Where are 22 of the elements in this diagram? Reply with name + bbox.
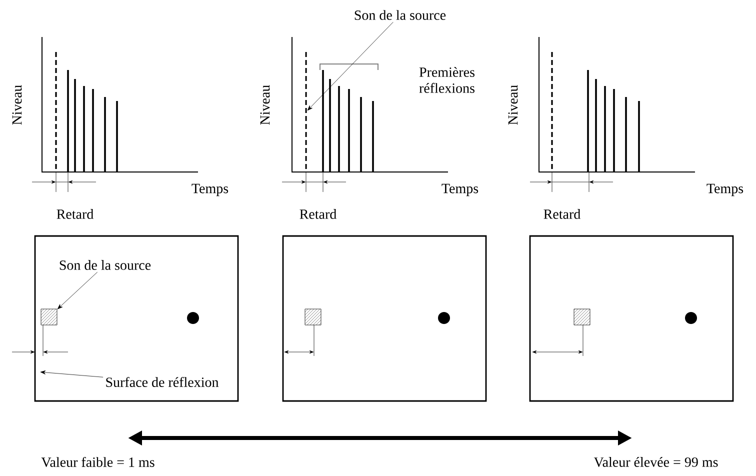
leader-line xyxy=(307,22,394,111)
axis-label: Niveau xyxy=(508,85,518,125)
room-box xyxy=(34,235,239,402)
text-label: Son de la source xyxy=(354,10,446,20)
leader-line xyxy=(40,370,104,378)
axis-label: Niveau xyxy=(260,85,270,125)
text-label: Son de la source xyxy=(60,260,151,270)
axis-label: Retard xyxy=(56,209,94,219)
annotation-label: Premières réflexions xyxy=(419,67,474,93)
axis-label: Temps xyxy=(442,184,478,196)
axis-label: Retard xyxy=(300,209,336,219)
text-label: Surface de réflexion xyxy=(106,376,219,387)
axis-label: Temps xyxy=(706,184,744,196)
room-box xyxy=(282,235,487,402)
scale-label: Valeur élevée = 99 ms xyxy=(594,457,718,467)
leader-line xyxy=(57,272,98,310)
axis-label: Temps xyxy=(192,184,228,196)
scale-label: Valeur faible = 1 ms xyxy=(41,456,154,468)
axis-label: Retard xyxy=(544,209,580,219)
source-square xyxy=(40,308,58,326)
axis-label: Niveau xyxy=(12,85,22,125)
room-box xyxy=(529,235,734,402)
